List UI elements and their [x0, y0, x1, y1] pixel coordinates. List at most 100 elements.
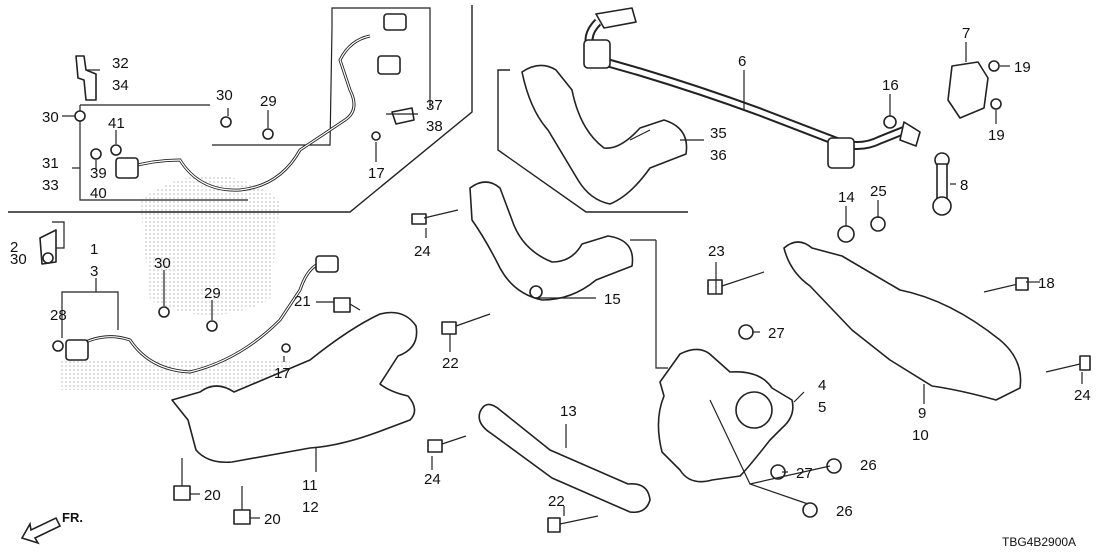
callout-14: 14 [838, 189, 855, 206]
bolt-30-d [158, 306, 170, 318]
bolt-30-b [220, 116, 232, 128]
callout-17-a: 17 [368, 165, 385, 182]
stabilizer-link [932, 152, 952, 216]
callout-1: 1 [90, 241, 98, 258]
watermark-logo [60, 175, 290, 390]
callout-31: 31 [42, 155, 59, 172]
callout-22-b: 22 [548, 493, 565, 510]
callout-35: 35 [710, 125, 727, 142]
callout-19-b: 19 [988, 127, 1005, 144]
callout-11: 11 [302, 477, 318, 494]
callout-20-a: 20 [204, 487, 221, 504]
diagram-code: TBG4B2900A [1002, 535, 1076, 549]
bolt-22-b [547, 515, 599, 533]
callout-27-a: 27 [768, 325, 785, 342]
wire-harness-lower [65, 255, 339, 374]
callout-33: 33 [42, 177, 59, 194]
callout-5: 5 [818, 399, 826, 416]
bolt-19-top [988, 60, 1000, 72]
callout-16: 16 [882, 77, 899, 94]
callout-34: 34 [112, 77, 129, 94]
harness-box-right [212, 7, 431, 146]
callout-8: 8 [960, 177, 968, 194]
nut-25 [870, 216, 886, 232]
bolt-21 [333, 297, 361, 313]
callout-27-b: 27 [796, 465, 813, 482]
nut-26-b [802, 502, 818, 518]
nut-27-a [738, 324, 754, 340]
nut-16 [883, 115, 897, 129]
callout-labels: 32 34 30 30 29 41 31 33 39 40 37 38 17 6… [10, 25, 1091, 528]
callout-24-c: 24 [424, 471, 441, 488]
knuckle-4-5 [657, 348, 794, 483]
stabilizer-holder [947, 61, 989, 119]
upper-arm-35-36 [521, 64, 688, 205]
bolt-28 [52, 340, 64, 352]
callout-32: 32 [112, 55, 129, 72]
bolt-18 [983, 277, 1029, 293]
callout-10: 10 [912, 427, 929, 444]
callout-9: 9 [918, 405, 926, 422]
callout-17-b: 17 [274, 365, 291, 382]
bolt-30-c [42, 252, 54, 264]
callout-41: 41 [108, 115, 125, 132]
callout-30-c: 30 [10, 251, 27, 268]
bolt-24-a [411, 209, 459, 225]
callout-4: 4 [818, 377, 826, 394]
clip-39 [90, 148, 102, 160]
callout-6: 6 [738, 53, 746, 70]
bolt-19-bottom [990, 98, 1002, 110]
upper-arm-15 [469, 181, 634, 301]
bracket-32-34 [75, 55, 97, 101]
callout-23: 23 [708, 243, 725, 260]
callout-3: 3 [90, 263, 98, 280]
callout-29-b: 29 [204, 285, 221, 302]
knuckle-hub [735, 391, 773, 429]
clip-17-a [371, 131, 381, 141]
leader-lines [52, 42, 1083, 519]
lower-arm-9-10 [783, 241, 1022, 401]
callout-40: 40 [90, 185, 107, 202]
callout-21: 21 [294, 293, 311, 310]
callout-13: 13 [560, 403, 577, 420]
callout-12: 12 [302, 499, 319, 516]
callout-18: 18 [1038, 275, 1055, 292]
clip-41 [110, 144, 122, 156]
callout-20-b: 20 [264, 511, 281, 528]
stabilizer-bar [583, 7, 921, 169]
callout-22-a: 22 [442, 355, 459, 372]
washer-15 [529, 285, 543, 299]
callout-26-a: 26 [860, 457, 877, 474]
bolt-22-a [441, 313, 491, 335]
callout-28: 28 [50, 307, 67, 324]
link-13 [478, 403, 651, 514]
nut-29-a [262, 128, 274, 140]
callout-37: 37 [426, 97, 443, 114]
bolt-20-a [173, 458, 191, 501]
nut-29-b [206, 320, 218, 332]
lower-arm-11-12 [171, 311, 418, 464]
wire-harness-upper [115, 13, 407, 192]
bolt-20-b [233, 486, 251, 525]
washer-14 [837, 225, 855, 243]
callout-7: 7 [962, 25, 970, 42]
bolt-30-a [74, 110, 86, 122]
callout-25: 25 [870, 183, 887, 200]
bolt-23 [707, 271, 765, 295]
callout-19-a: 19 [1014, 59, 1031, 76]
stabilizer-boundary [497, 69, 688, 213]
callout-30-b: 30 [216, 87, 233, 104]
callout-15: 15 [604, 291, 621, 308]
callout-38: 38 [426, 118, 443, 135]
callout-30-a: 30 [42, 109, 59, 126]
bolt-24-b [1045, 355, 1091, 373]
callout-24-b: 24 [1074, 387, 1091, 404]
callout-36: 36 [710, 147, 727, 164]
front-direction-label: FR. [62, 510, 83, 525]
callout-24-a: 24 [414, 243, 431, 260]
bolt-24-c [427, 435, 467, 453]
clip-17-b [281, 343, 291, 353]
nut-26-a [826, 458, 842, 474]
